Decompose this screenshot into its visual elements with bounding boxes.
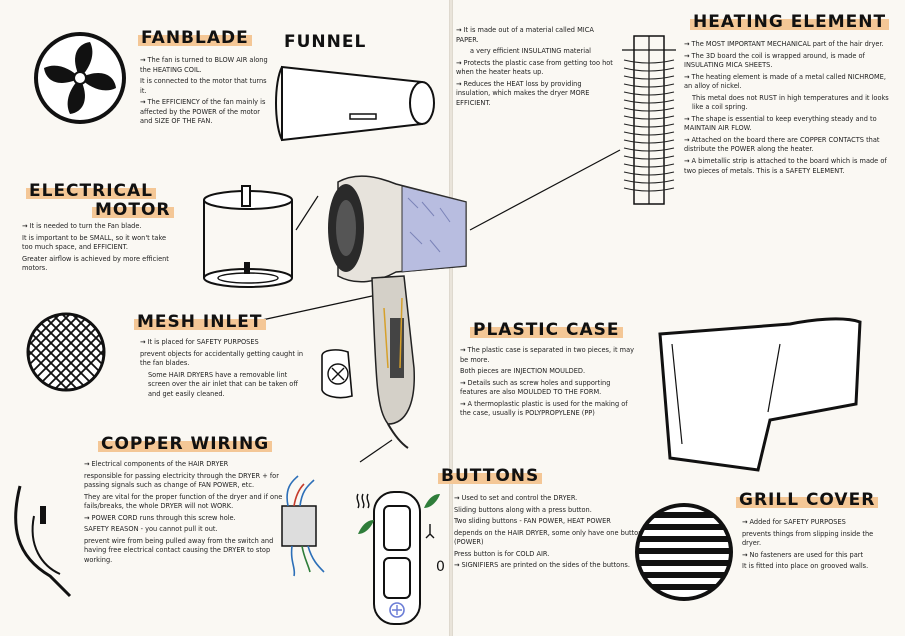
wiring-illustration	[274, 476, 330, 576]
grill-note-3: No fasteners are used for this part	[750, 551, 864, 559]
buttons-note-1: Used to set and control the DRYER.	[462, 494, 578, 502]
plastic-note-1: The plastic case is separated in two pie…	[460, 346, 634, 364]
grill-note-4: It is fitted into place on grooved walls…	[742, 562, 868, 570]
wiring-note-2: responsible for passing electricity thro…	[84, 472, 279, 490]
plastic-note-4: A thermoplastic plastic is used for the …	[460, 400, 628, 418]
mesh-inlet-title: MESH INLET	[134, 314, 266, 331]
buttons-note-2: Sliding buttons along with a press butto…	[454, 506, 592, 514]
buttons-note-3: Two sliding buttons - FAN POWER, HEAT PO…	[454, 517, 611, 525]
button-panel-illustration	[354, 488, 440, 628]
grill-note-2: prevents things from slipping inside the…	[742, 530, 873, 548]
plastic-note-3: Details such as screw holes and supporti…	[460, 379, 610, 397]
buttons-title: BUTTONS	[438, 468, 542, 485]
grill-cover-notes: →Added for SAFETY PURPOSES prevents thin…	[742, 518, 892, 574]
buttons-note-6: SIGNIFIERS are printed on the sides of t…	[462, 561, 630, 569]
plastic-case-title: PLASTIC CASE	[470, 322, 623, 339]
grill-cover-title: GRILL COVER	[736, 492, 878, 509]
button-panel-glyph: 0	[436, 560, 446, 574]
mesh-inlet-illustration	[24, 310, 108, 394]
mesh-note-1: It is placed for SAFETY PURPOSES	[148, 338, 259, 346]
plastic-note-2: Both pieces are INJECTION MOULDED.	[460, 367, 585, 375]
wiring-note-1: Electrical components of the HAIR DRYER	[92, 460, 229, 468]
power-cord-illustration	[10, 486, 80, 606]
grill-note-1: Added for SAFETY PURPOSES	[750, 518, 846, 526]
copper-wiring-notes: →Electrical components of the HAIR DRYER…	[84, 460, 284, 567]
mesh-note-3: Some HAIR DRYERS have a removable lint s…	[148, 371, 298, 398]
plastic-case-notes: →The plastic case is separated in two pi…	[460, 346, 636, 421]
buttons-note-5: Press button is for COLD AIR.	[454, 550, 549, 558]
wiring-note-5: SAFETY REASON - you cannot pull it out.	[84, 525, 218, 533]
lint-screen-illustration	[318, 346, 360, 402]
buttons-notes: →Used to set and control the DRYER. Slid…	[454, 494, 644, 573]
mesh-note-2: prevent objects for accidentally getting…	[140, 350, 303, 368]
mesh-inlet-notes: →It is placed for SAFETY PURPOSES preven…	[140, 338, 310, 401]
plastic-case-illustration	[650, 314, 872, 474]
wiring-note-6: prevent wire from being pulled away from…	[84, 537, 273, 564]
buttons-note-4: depends on the HAIR DRYER, some only hav…	[454, 529, 642, 547]
grill-cover-illustration	[632, 500, 736, 604]
wiring-note-3: They are vital for the proper function o…	[84, 493, 282, 511]
wiring-note-4: POWER CORD runs through this screw hole.	[92, 514, 236, 522]
copper-wiring-title: COPPER WIRING	[98, 436, 272, 453]
